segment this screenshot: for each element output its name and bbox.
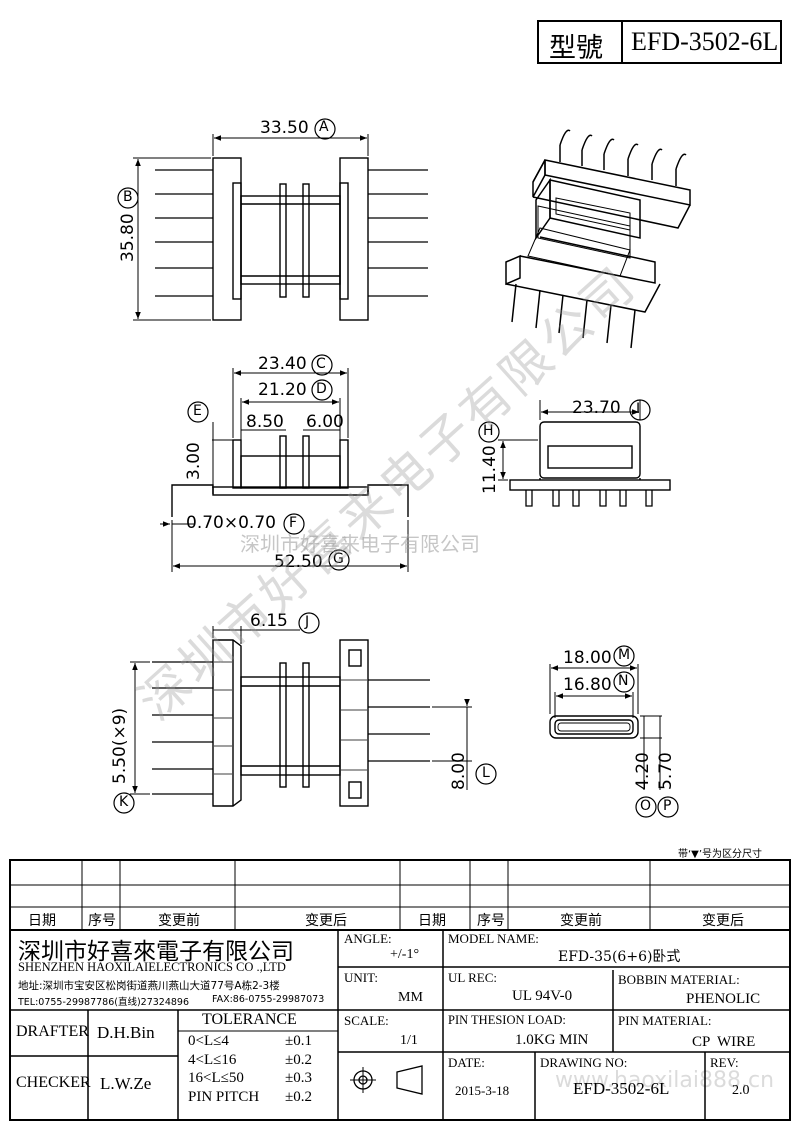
side-view [498, 400, 671, 507]
date-value: 2015-3-18 [455, 1083, 510, 1098]
dim-c: 23.40 [258, 354, 307, 374]
rev-header-before-1: 变更前 [158, 913, 200, 929]
company-name-cn: 深圳市好喜來電子有限公司 [18, 939, 294, 965]
model-box: 型號 EFD-3502-6L [537, 20, 782, 64]
watermark-center: 深圳市好喜来电子有限公司 [240, 532, 480, 556]
dim-k-letter: K [119, 794, 129, 810]
model-name-value: EFD-35(6+6)卧式 [558, 949, 681, 965]
company-tel: TEL:0755-29987786(直线)27324896 [18, 997, 190, 1008]
dim-n-letter: N [618, 673, 629, 689]
angle-value: +/-1° [390, 947, 420, 962]
dim-g-letter: G [333, 551, 344, 567]
tolerance-value: ±0.2 [285, 1089, 312, 1105]
pin-load-value: 1.0KG MIN [515, 1032, 589, 1048]
drafter-label: DRAFTER [16, 1023, 89, 1040]
distinguish-note: 带‘▼’号为区分尺寸 [678, 849, 763, 860]
ul-rec-label: UL REC: [448, 970, 497, 985]
dim-l-letter: L [482, 765, 490, 781]
circled-labels [113, 118, 679, 818]
unit-value: MM [398, 990, 423, 1005]
dim-a-letter: A [319, 119, 329, 135]
dim-h-letter: H [483, 423, 494, 439]
dim-i: 23.70 [572, 398, 621, 418]
tolerance-range: 0<L≤4 [188, 1033, 229, 1049]
rev-value: 2.0 [732, 1083, 750, 1098]
dim-n: 16.80 [563, 675, 612, 695]
scale-label: SCALE: [344, 1013, 389, 1028]
rev-header-date-2: 日期 [418, 913, 446, 929]
technical-drawing [113, 118, 691, 818]
checker-label: CHECKER [16, 1074, 91, 1091]
drawing-no-value: EFD-3502-6L [573, 1079, 670, 1098]
tolerance-range: 4<L≤16 [188, 1052, 237, 1068]
dim-f-letter: F [289, 515, 298, 531]
rev-header-after-1: 变更后 [305, 913, 347, 929]
dim-e1: 8.50 [246, 412, 284, 432]
ul-rec-value: UL 94V-0 [512, 988, 573, 1004]
dim-m-letter: M [618, 647, 631, 663]
pin-material-value: CP WIRE [692, 1034, 756, 1050]
model-box-value: EFD-3502-6L [631, 27, 779, 56]
date-label: DATE: [448, 1055, 485, 1070]
drawing-no-label: DRAWING NO: [540, 1055, 628, 1070]
tolerance-range: 16<L≤50 [188, 1070, 244, 1086]
rev-header-no-2: 序号 [477, 913, 505, 929]
company-address: 地址:深圳市宝安区松岗街道燕川燕山大道77号A栋2-3楼 [18, 980, 280, 992]
company-fax: FAX:86-0755-29987073 [212, 994, 325, 1005]
rev-label: REV: [710, 1055, 739, 1070]
company-name-en: SHENZHEN HAOXILAIELECTRONICS CO .,LTD [18, 960, 286, 974]
checker-value: L.W.Ze [100, 1074, 152, 1093]
dim-c-letter: C [316, 356, 326, 372]
bobbin-material-value: PHENOLIC [686, 991, 761, 1007]
drafter-value: D.H.Bin [97, 1023, 155, 1042]
rev-header-no-1: 序号 [88, 913, 116, 929]
front-view [160, 368, 409, 572]
dim-e-letter: E [193, 403, 202, 419]
dim-a: 33.50 [260, 118, 309, 138]
cross-section-view [549, 664, 662, 790]
model-box-label: 型號 [549, 33, 603, 64]
pin-material-label: PIN MATERIAL: [618, 1013, 712, 1028]
tolerance-value: ±0.1 [285, 1033, 312, 1049]
pin-load-label: PIN THESION LOAD: [448, 1013, 566, 1027]
dim-j: 6.15 [250, 611, 288, 631]
rev-header-date-1: 日期 [28, 913, 56, 929]
dim-o-letter: O [640, 798, 652, 814]
angle-label: ANGLE: [344, 931, 392, 946]
dim-b-letter: B [123, 189, 133, 205]
tolerance-value: ±0.2 [285, 1052, 312, 1068]
dim-j-letter: J [305, 614, 310, 630]
rev-header-after-2: 变更后 [702, 913, 744, 929]
dim-p-letter: P [663, 798, 672, 814]
tolerance-range: PIN PITCH [188, 1089, 260, 1105]
dim-g: 52.50 [274, 552, 323, 572]
bobbin-material-label: BOBBIN MATERIAL: [618, 972, 740, 987]
bottom-view [130, 626, 472, 807]
model-name-label: MODEL NAME: [448, 931, 539, 946]
tolerance-value: ±0.3 [285, 1070, 312, 1086]
dim-d-letter: D [316, 381, 327, 397]
scale-value: 1/1 [400, 1033, 418, 1048]
dim-d: 21.20 [258, 380, 307, 400]
watermark-site: www.haoxilai888.cn [555, 1068, 775, 1093]
unit-label: UNIT: [344, 970, 379, 985]
dim-e2: 6.00 [306, 412, 344, 432]
dim-i-letter: I [636, 401, 641, 417]
tolerance-title: TOLERANCE [202, 1011, 297, 1028]
rev-header-before-2: 变更前 [560, 913, 602, 929]
isometric-view [505, 129, 691, 349]
top-view [133, 134, 428, 321]
dim-f: 0.70×0.70 [186, 513, 276, 533]
dim-m: 18.00 [563, 648, 612, 668]
